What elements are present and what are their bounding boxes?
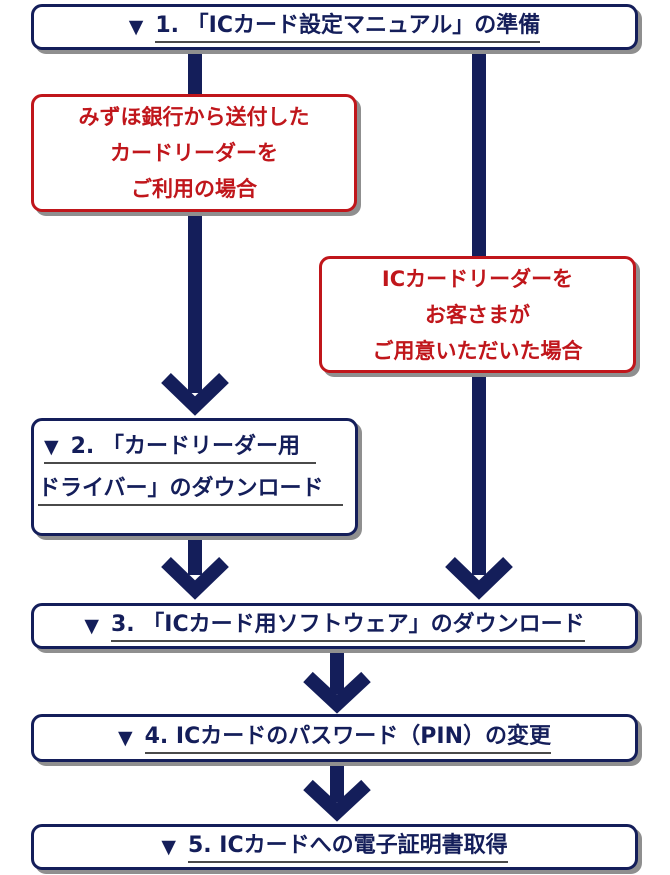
- case-customer-line-3: ご用意いただいた場合: [372, 338, 583, 363]
- connector-left-mid: [188, 210, 202, 393]
- arrowhead-to-step2: [161, 372, 229, 416]
- connector-step4-step5: [330, 762, 344, 802]
- case-customer-reader-box: ICカードリーダーを お客さまが ご用意いただいた場合: [319, 256, 636, 373]
- connector-step3-step4: [330, 649, 344, 694]
- arrowhead-to-step4: [303, 671, 371, 714]
- triangle-down-icon: ▼: [128, 16, 144, 38]
- case-mizuho-reader-box: みずほ銀行から送付した カードリーダーを ご利用の場合: [31, 94, 357, 212]
- step-2-label-line-2: ドライバー」のダウンロード: [38, 475, 343, 506]
- connector-right-top: [472, 50, 486, 260]
- arrowhead-left-to-step3: [161, 556, 229, 600]
- step-2-row-1: ▼ 2. 「カードリーダー用: [44, 433, 316, 464]
- case-mizuho-line-3: ご利用の場合: [131, 177, 257, 201]
- triangle-down-icon: ▼: [161, 836, 176, 858]
- step-2-label-line-1: 2. 「カードリーダー用: [70, 434, 300, 459]
- case-customer-line-2: お客さまが: [425, 302, 530, 327]
- arrowhead-to-step5: [303, 779, 371, 822]
- triangle-down-icon: ▼: [117, 727, 133, 749]
- step-4-box: ▼ 4. ICカードのパスワード（PIN）の変更: [31, 714, 638, 762]
- arrowhead-right-to-step3: [445, 556, 513, 600]
- step-4-label: 4. ICカードのパスワード（PIN）の変更: [144, 723, 551, 754]
- connector-left-bottom: [188, 535, 202, 575]
- step-3-label: 3. 「ICカード用ソフトウェア」のダウンロード: [110, 611, 585, 642]
- step-1-box: ▼ 1. 「ICカード設定マニュアル」の準備: [31, 4, 638, 50]
- step-5-box: ▼ 5. ICカードへの電子証明書取得: [31, 824, 638, 870]
- case-mizuho-line-1: みずほ銀行から送付した: [78, 105, 310, 129]
- case-mizuho-line-2: カードリーダーを: [110, 141, 278, 165]
- step-3-box: ▼ 3. 「ICカード用ソフトウェア」のダウンロード: [31, 603, 638, 649]
- triangle-down-icon: ▼: [84, 615, 99, 637]
- connector-right-bottom: [472, 375, 486, 575]
- step-2-box: ▼ 2. 「カードリーダー用 ドライバー」のダウンロード: [31, 418, 358, 536]
- step-5-label: 5. ICカードへの電子証明書取得: [187, 832, 508, 863]
- step-1-label: 1. 「ICカード設定マニュアル」の準備: [155, 12, 541, 43]
- triangle-down-icon: ▼: [44, 436, 59, 458]
- case-customer-line-1: ICカードリーダーを: [381, 266, 574, 291]
